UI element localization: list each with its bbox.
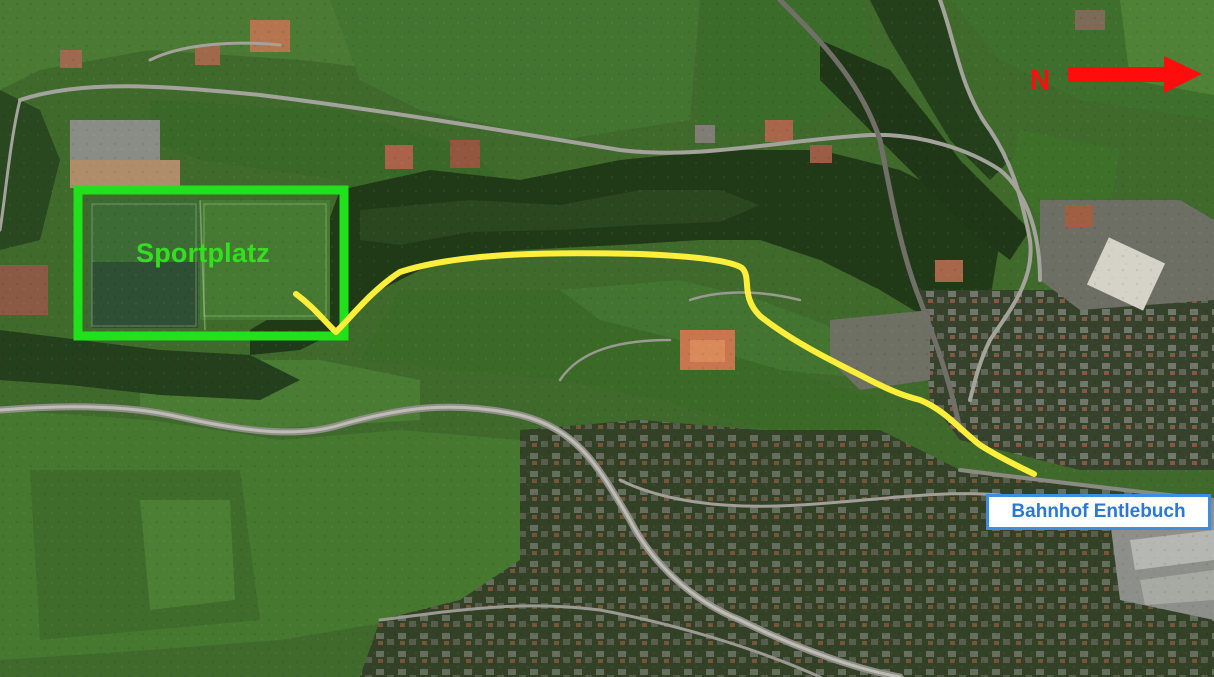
station-label: Bahnhof Entlebuch: [986, 494, 1211, 530]
north-arrow-icon: [1068, 56, 1202, 93]
sports-field-label: Sportplatz: [136, 238, 270, 268]
north-label: N: [1030, 64, 1051, 95]
sports-field-highlight-box: [73, 185, 349, 341]
walking-route-line: [293, 250, 1037, 477]
